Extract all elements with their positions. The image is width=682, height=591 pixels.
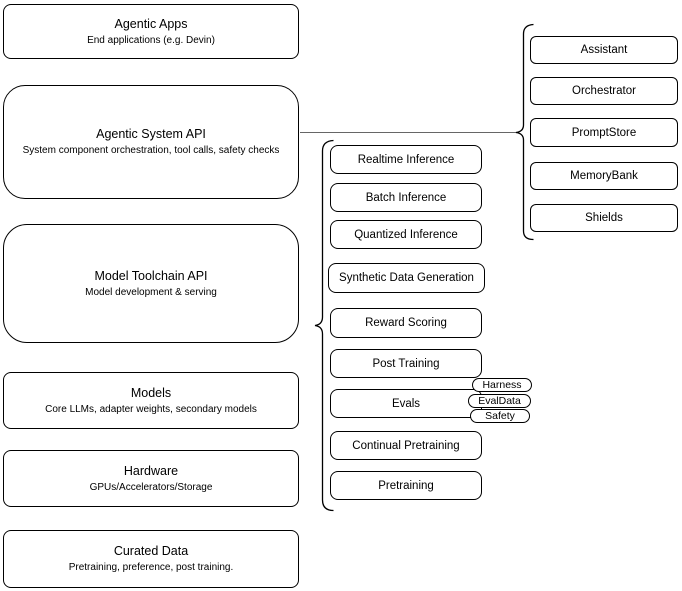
box-label: Evals [391,397,421,410]
box-label: Realtime Inference [357,153,455,166]
box-label: Orchestrator [572,85,636,97]
box-title: Hardware [123,463,179,478]
box-evals: Evals [330,389,482,418]
toolchain-brace-icon [314,139,334,512]
box-subtitle: System component orchestration, tool cal… [22,145,280,156]
box-batch-inference: Batch Inference [330,183,482,212]
box-shields: Shields [530,204,678,232]
box-subtitle: GPUs/Accelerators/Storage [89,481,213,493]
box-realtime-inference: Realtime Inference [330,145,482,174]
box-promptstore: PromptStore [530,118,678,147]
box-agentic-system-api: Agentic System API System component orch… [3,85,299,199]
box-label: Continual Pretraining [352,439,460,452]
tag-harness: Harness [472,378,532,392]
box-synthetic-data-generation: Synthetic Data Generation [328,263,485,293]
system-brace-icon [515,23,534,241]
box-label: Quantized Inference [354,228,458,241]
box-subtitle: End applications (e.g. Devin) [87,34,215,46]
box-label: Shields [585,212,623,224]
box-assistant: Assistant [530,36,678,64]
box-title: Model Toolchain API [94,268,208,283]
box-label: Synthetic Data Generation [339,272,474,284]
box-label: PromptStore [571,126,637,139]
box-label: Post Training [372,357,440,370]
box-pretraining: Pretraining [330,471,482,500]
box-continual-pretraining: Continual Pretraining [330,431,482,460]
box-agentic-apps: Agentic Apps End applications (e.g. Devi… [3,4,299,59]
box-curated-data: Curated Data Pretraining, preference, po… [3,530,299,588]
box-subtitle: Pretraining, preference, post training. [68,562,234,573]
box-reward-scoring: Reward Scoring [330,308,482,338]
box-title: Agentic System API [96,127,206,141]
box-label: Batch Inference [365,191,447,204]
box-subtitle: Model development & serving [85,286,217,298]
box-post-training: Post Training [330,349,482,378]
box-memorybank: MemoryBank [530,162,678,190]
tag-evaldata: EvalData [468,394,531,408]
box-title: Curated Data [113,544,189,558]
tag-safety: Safety [470,409,530,423]
box-label: Pretraining [378,479,434,492]
box-label: MemoryBank [570,170,638,182]
box-label: Reward Scoring [365,317,447,329]
box-models: Models Core LLMs, adapter weights, secon… [3,372,299,429]
box-label: Assistant [580,44,628,56]
box-title: Models [130,385,172,400]
box-model-toolchain-api: Model Toolchain API Model development & … [3,224,299,343]
box-orchestrator: Orchestrator [530,77,678,105]
box-hardware: Hardware GPUs/Accelerators/Storage [3,450,299,507]
box-title: Agentic Apps [114,16,188,31]
box-quantized-inference: Quantized Inference [330,220,482,249]
box-subtitle: Core LLMs, adapter weights, secondary mo… [45,403,257,415]
